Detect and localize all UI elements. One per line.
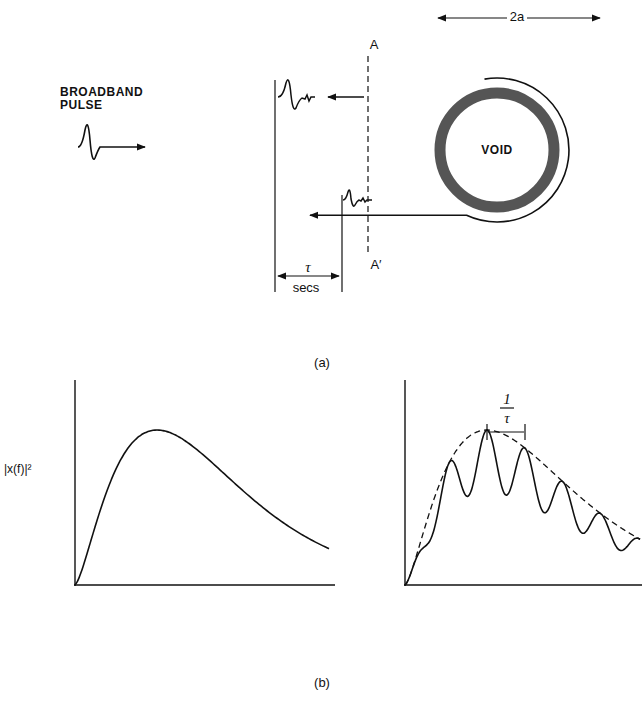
- dimension-label: 2a: [507, 10, 527, 24]
- void-circle: VOID: [432, 85, 562, 215]
- delay-symbol: τ: [305, 259, 310, 276]
- panel-label: (b): [314, 676, 330, 690]
- pulse-label: BROADBAND PULSE: [60, 86, 160, 112]
- spectrum-envelope: [405, 430, 640, 585]
- unit-label: secs: [293, 281, 320, 295]
- spectrum-curve: [75, 430, 329, 585]
- axis-label: |x(f)|²: [4, 463, 32, 476]
- node-label: VOID: [481, 143, 512, 157]
- reference-plane: [367, 56, 368, 254]
- fraction-numerator: 1: [503, 391, 511, 408]
- reflected-arrow: [328, 96, 364, 98]
- time-axis: [275, 80, 342, 292]
- spectrum-axes: [74, 380, 642, 586]
- fraction-denominator: τ: [504, 410, 509, 427]
- plane-label: A′: [370, 258, 381, 272]
- plane-label: A: [370, 38, 379, 52]
- panel-label: (a): [314, 356, 330, 370]
- creeping-wave: [310, 78, 569, 222]
- modulated-spectrum: [405, 430, 640, 585]
- echo-pulses: [278, 80, 372, 206]
- incident-pulse: [78, 125, 145, 159]
